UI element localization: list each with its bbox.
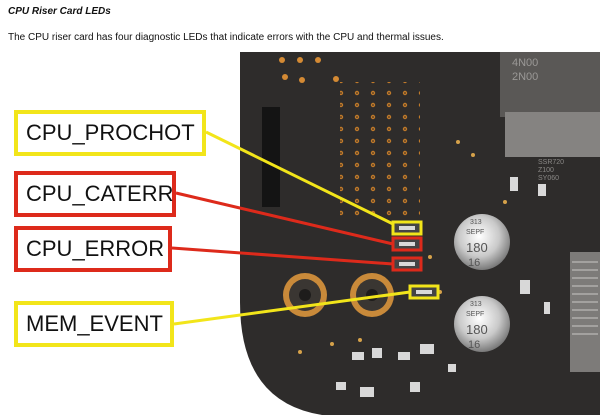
cap1-text-4: 16 xyxy=(468,257,480,269)
cap2-text-4: 16 xyxy=(468,339,480,351)
led-caterr-chip xyxy=(399,242,415,246)
component-white-1 xyxy=(510,177,518,191)
via-field xyxy=(340,82,420,222)
small-chip-text-1: SSR720 xyxy=(538,159,564,166)
pointer-caterr xyxy=(175,191,394,246)
capacitor-1: 313 SEPF 180 16 xyxy=(454,214,510,270)
smd-components xyxy=(336,280,550,397)
cap1-text-2: SEPF xyxy=(466,229,484,236)
cap2-text-2: SEPF xyxy=(466,311,484,318)
component-white-2 xyxy=(538,184,546,196)
capacitor-2: 313 SEPF 180 16 xyxy=(454,296,510,352)
pointer-error xyxy=(171,246,394,266)
chip-text-1: 4N00 xyxy=(512,57,538,69)
callout-cpu-error: CPU_ERROR xyxy=(14,226,172,272)
small-chip-text-2: Z100 xyxy=(538,167,554,174)
chip-text-2: 2N00 xyxy=(512,71,538,83)
inductor-chip: 4N00 2N00 xyxy=(500,52,600,117)
mounting-screw-2 xyxy=(350,273,394,317)
gray-heatsink xyxy=(505,112,600,157)
riser-card-illustration: 4N00 2N00 SSR720 Z100 SY060 313 SEPF 180… xyxy=(171,52,600,415)
led-error-chip xyxy=(399,262,415,266)
cap2-text-3: 180 xyxy=(466,322,488,337)
pointer-prochot xyxy=(205,130,394,226)
section-paragraph: The CPU riser card has four diagnostic L… xyxy=(8,32,444,43)
mounting-screw-1 xyxy=(283,273,327,317)
callout-mem-event: MEM_EVENT xyxy=(14,301,174,347)
riser-card-photo: 4N00 2N00 SSR720 Z100 SY060 313 SEPF 180… xyxy=(0,52,600,415)
section-heading: CPU Riser Card LEDs xyxy=(8,6,111,17)
edge-connector-pins xyxy=(572,261,598,335)
led-prochot-chip xyxy=(399,226,415,230)
callout-cpu-caterr: CPU_CATERR xyxy=(14,171,176,217)
pointer-mem-event xyxy=(173,290,411,326)
led-mem-event-chip xyxy=(416,290,432,294)
top-vias xyxy=(279,57,339,83)
edge-connector xyxy=(570,252,600,372)
small-chip: SSR720 Z100 SY060 xyxy=(538,159,564,182)
small-chip-text-3: SY060 xyxy=(538,175,559,182)
callout-cpu-prochot: CPU_PROCHOT xyxy=(14,110,206,156)
cap1-text-3: 180 xyxy=(466,240,488,255)
cap1-text-1: 313 xyxy=(470,219,482,226)
cap2-text-1: 313 xyxy=(470,301,482,308)
connector-slot xyxy=(262,107,280,207)
